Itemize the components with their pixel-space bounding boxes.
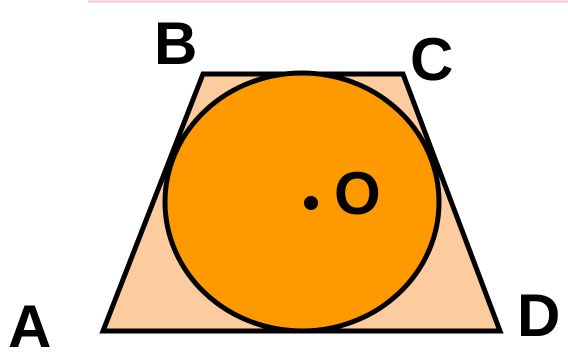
vertex-label-b: B [154,10,197,77]
vertex-label-a: A [8,293,51,350]
center-point [304,196,318,210]
center-label-o: O [334,160,381,227]
inscribed-circle [162,70,442,334]
vertex-label-d: D [517,282,560,349]
vertex-label-c: C [410,26,453,93]
